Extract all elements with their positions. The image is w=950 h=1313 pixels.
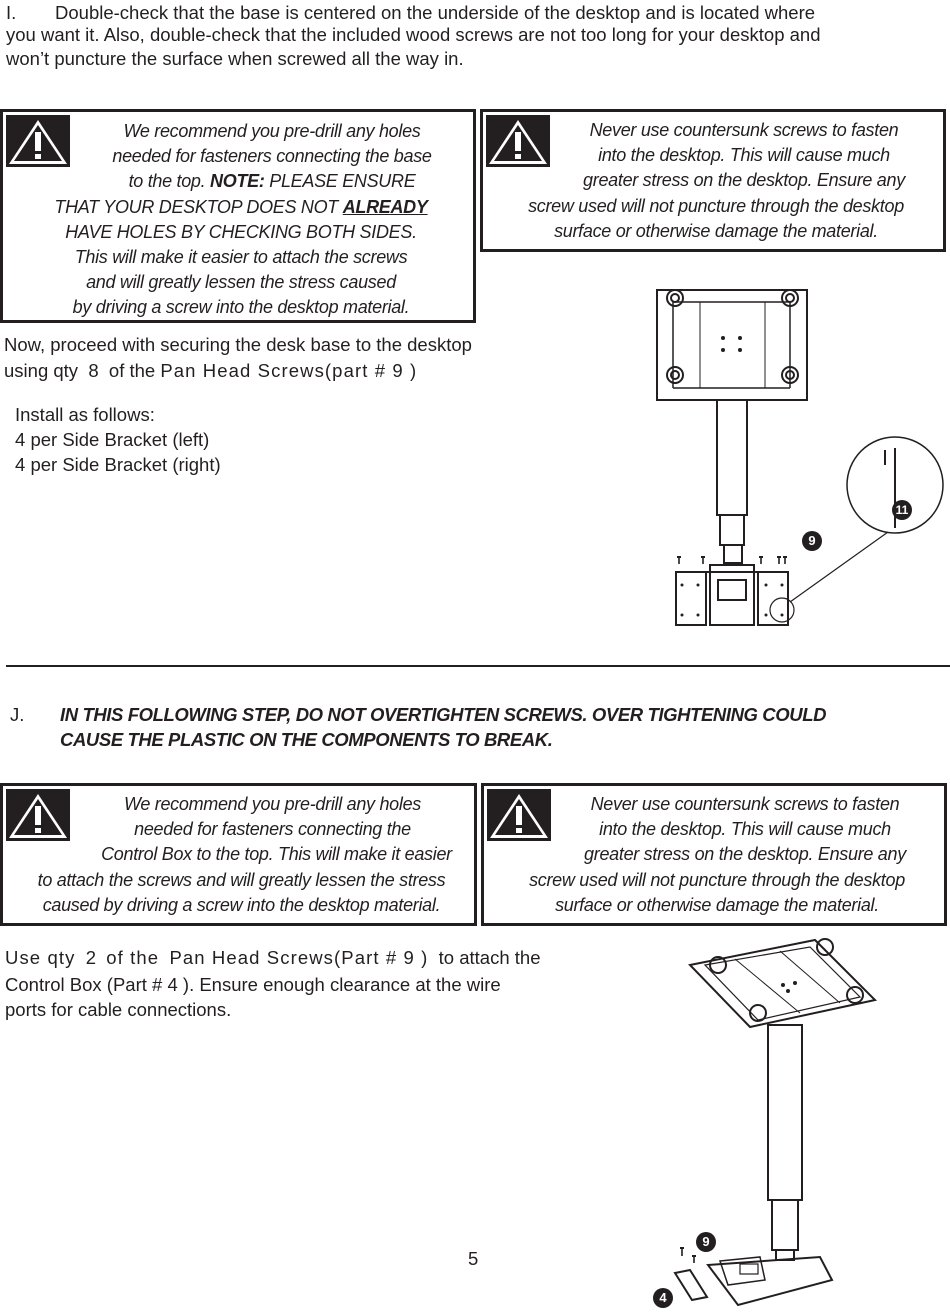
warning-box-predrill-base: We recommend you pre-drill any holes nee… [0, 109, 476, 323]
callout-11-icon: 11 [892, 500, 912, 520]
desk-base-diagram [656, 289, 944, 626]
warning-3-line-3: Control Box to the top. This will make i… [101, 844, 452, 865]
foot [706, 1255, 834, 1307]
step-j-line-1: IN THIS FOLLOWING STEP, DO NOT OVERTIGHT… [60, 704, 827, 725]
warning-1-line-2: needed for fasteners connecting the base [112, 146, 432, 167]
install-row-left: 4 per Side Bracket (left) [15, 429, 210, 450]
warning-box-predrill-control-box: We recommend you pre-drill any holes nee… [0, 783, 477, 926]
install-heading: Install as follows: [15, 404, 155, 425]
screw-qty: 8 [88, 360, 99, 381]
screw-name: Pan Head Screws(part # 9 ) [160, 360, 418, 381]
warning-4-line-3: greater stress on the desktop. Ensure an… [584, 844, 906, 865]
top-plate [656, 289, 808, 401]
desk-base-perspective-diagram [673, 938, 878, 1307]
warning-4-line-5: surface or otherwise damage the material… [555, 894, 879, 915]
step-j-marker: J. [10, 704, 25, 725]
warning-4-line-1: Never use countersunk screws to fasten [590, 794, 900, 814]
warning-icon [6, 789, 70, 841]
callout-4-icon: 4 [653, 1288, 673, 1308]
top-plate [688, 938, 878, 1029]
secure-line-2: using qty 8 of the Pan Head Screws(part … [4, 360, 418, 381]
warning-2-line-1: Never use countersunk screws to fasten [589, 120, 899, 140]
warning-box-countersunk-2: Never use countersunk screws to fasten i… [481, 783, 947, 926]
page-number: 5 [468, 1248, 479, 1269]
warning-1-line-8: by driving a screw into the desktop mate… [72, 297, 410, 318]
control-box-line-2: Control Box (Part # 4 ). Ensure enough c… [5, 974, 501, 995]
warning-1-line-3: to the top. NOTE: PLEASE ENSURE [128, 171, 416, 192]
callout-9-icon: 9 [802, 531, 822, 551]
control-box-part [673, 1268, 709, 1302]
warning-icon [486, 115, 550, 167]
warning-1-line-7: and will greatly lessen the stress cause… [86, 272, 396, 293]
warning-3-line-5: caused by driving a screw into the deskt… [42, 894, 441, 915]
warning-4-line-4: screw used will not puncture through the… [529, 869, 905, 890]
step-i-marker: I. [6, 2, 17, 23]
warning-icon [487, 789, 551, 841]
warning-3-line-1: We recommend you pre-drill any holes [123, 794, 421, 814]
warning-1-line-6: This will make it easier to attach the s… [74, 247, 408, 268]
step-i-line-1: Double-check that the base is centered o… [55, 2, 816, 23]
install-row-right: 4 per Side Bracket (right) [15, 454, 221, 475]
control-box-line-1: Use qty 2 of the Pan Head Screws(Part # … [5, 947, 541, 968]
warning-3-line-4: to attach the screws and will greatly le… [37, 869, 446, 890]
warning-2-line-2: into the desktop. This will cause much [598, 145, 890, 166]
secure-line-1: Now, proceed with securing the desk base… [4, 334, 472, 355]
callout-9-icon: 9 [696, 1232, 716, 1252]
warning-4-line-2: into the desktop. This will cause much [599, 819, 891, 840]
section-divider [6, 665, 950, 667]
step-i-line-3: won’t puncture the surface when screwed … [6, 48, 464, 69]
step-i-line-2: you want it. Also, double-check that the… [6, 24, 821, 45]
upper-column [716, 399, 748, 516]
warning-2-line-5: surface or otherwise damage the material… [554, 220, 878, 241]
warning-3-line-2: needed for fasteners connecting the [134, 819, 411, 840]
lower-column [719, 514, 745, 546]
control-box-line-3: ports for cable connections. [5, 999, 232, 1020]
warning-icon [6, 115, 70, 167]
warning-1-line-1: We recommend you pre-drill any holes [123, 121, 421, 141]
warning-2-line-4: screw used will not puncture through the… [528, 195, 904, 216]
warning-1-line-5: HAVE HOLES BY CHECKING BOTH SIDES. [65, 221, 417, 242]
warning-1-line-4: THAT YOUR DESKTOP DOES NOT ALREADY [54, 196, 428, 217]
warning-box-countersunk-1: Never use countersunk screws to fasten i… [480, 109, 946, 252]
step-j-line-2: CAUSE THE PLASTIC ON THE COMPONENTS TO B… [60, 729, 553, 750]
warning-2-line-3: greater stress on the desktop. Ensure an… [583, 170, 905, 191]
